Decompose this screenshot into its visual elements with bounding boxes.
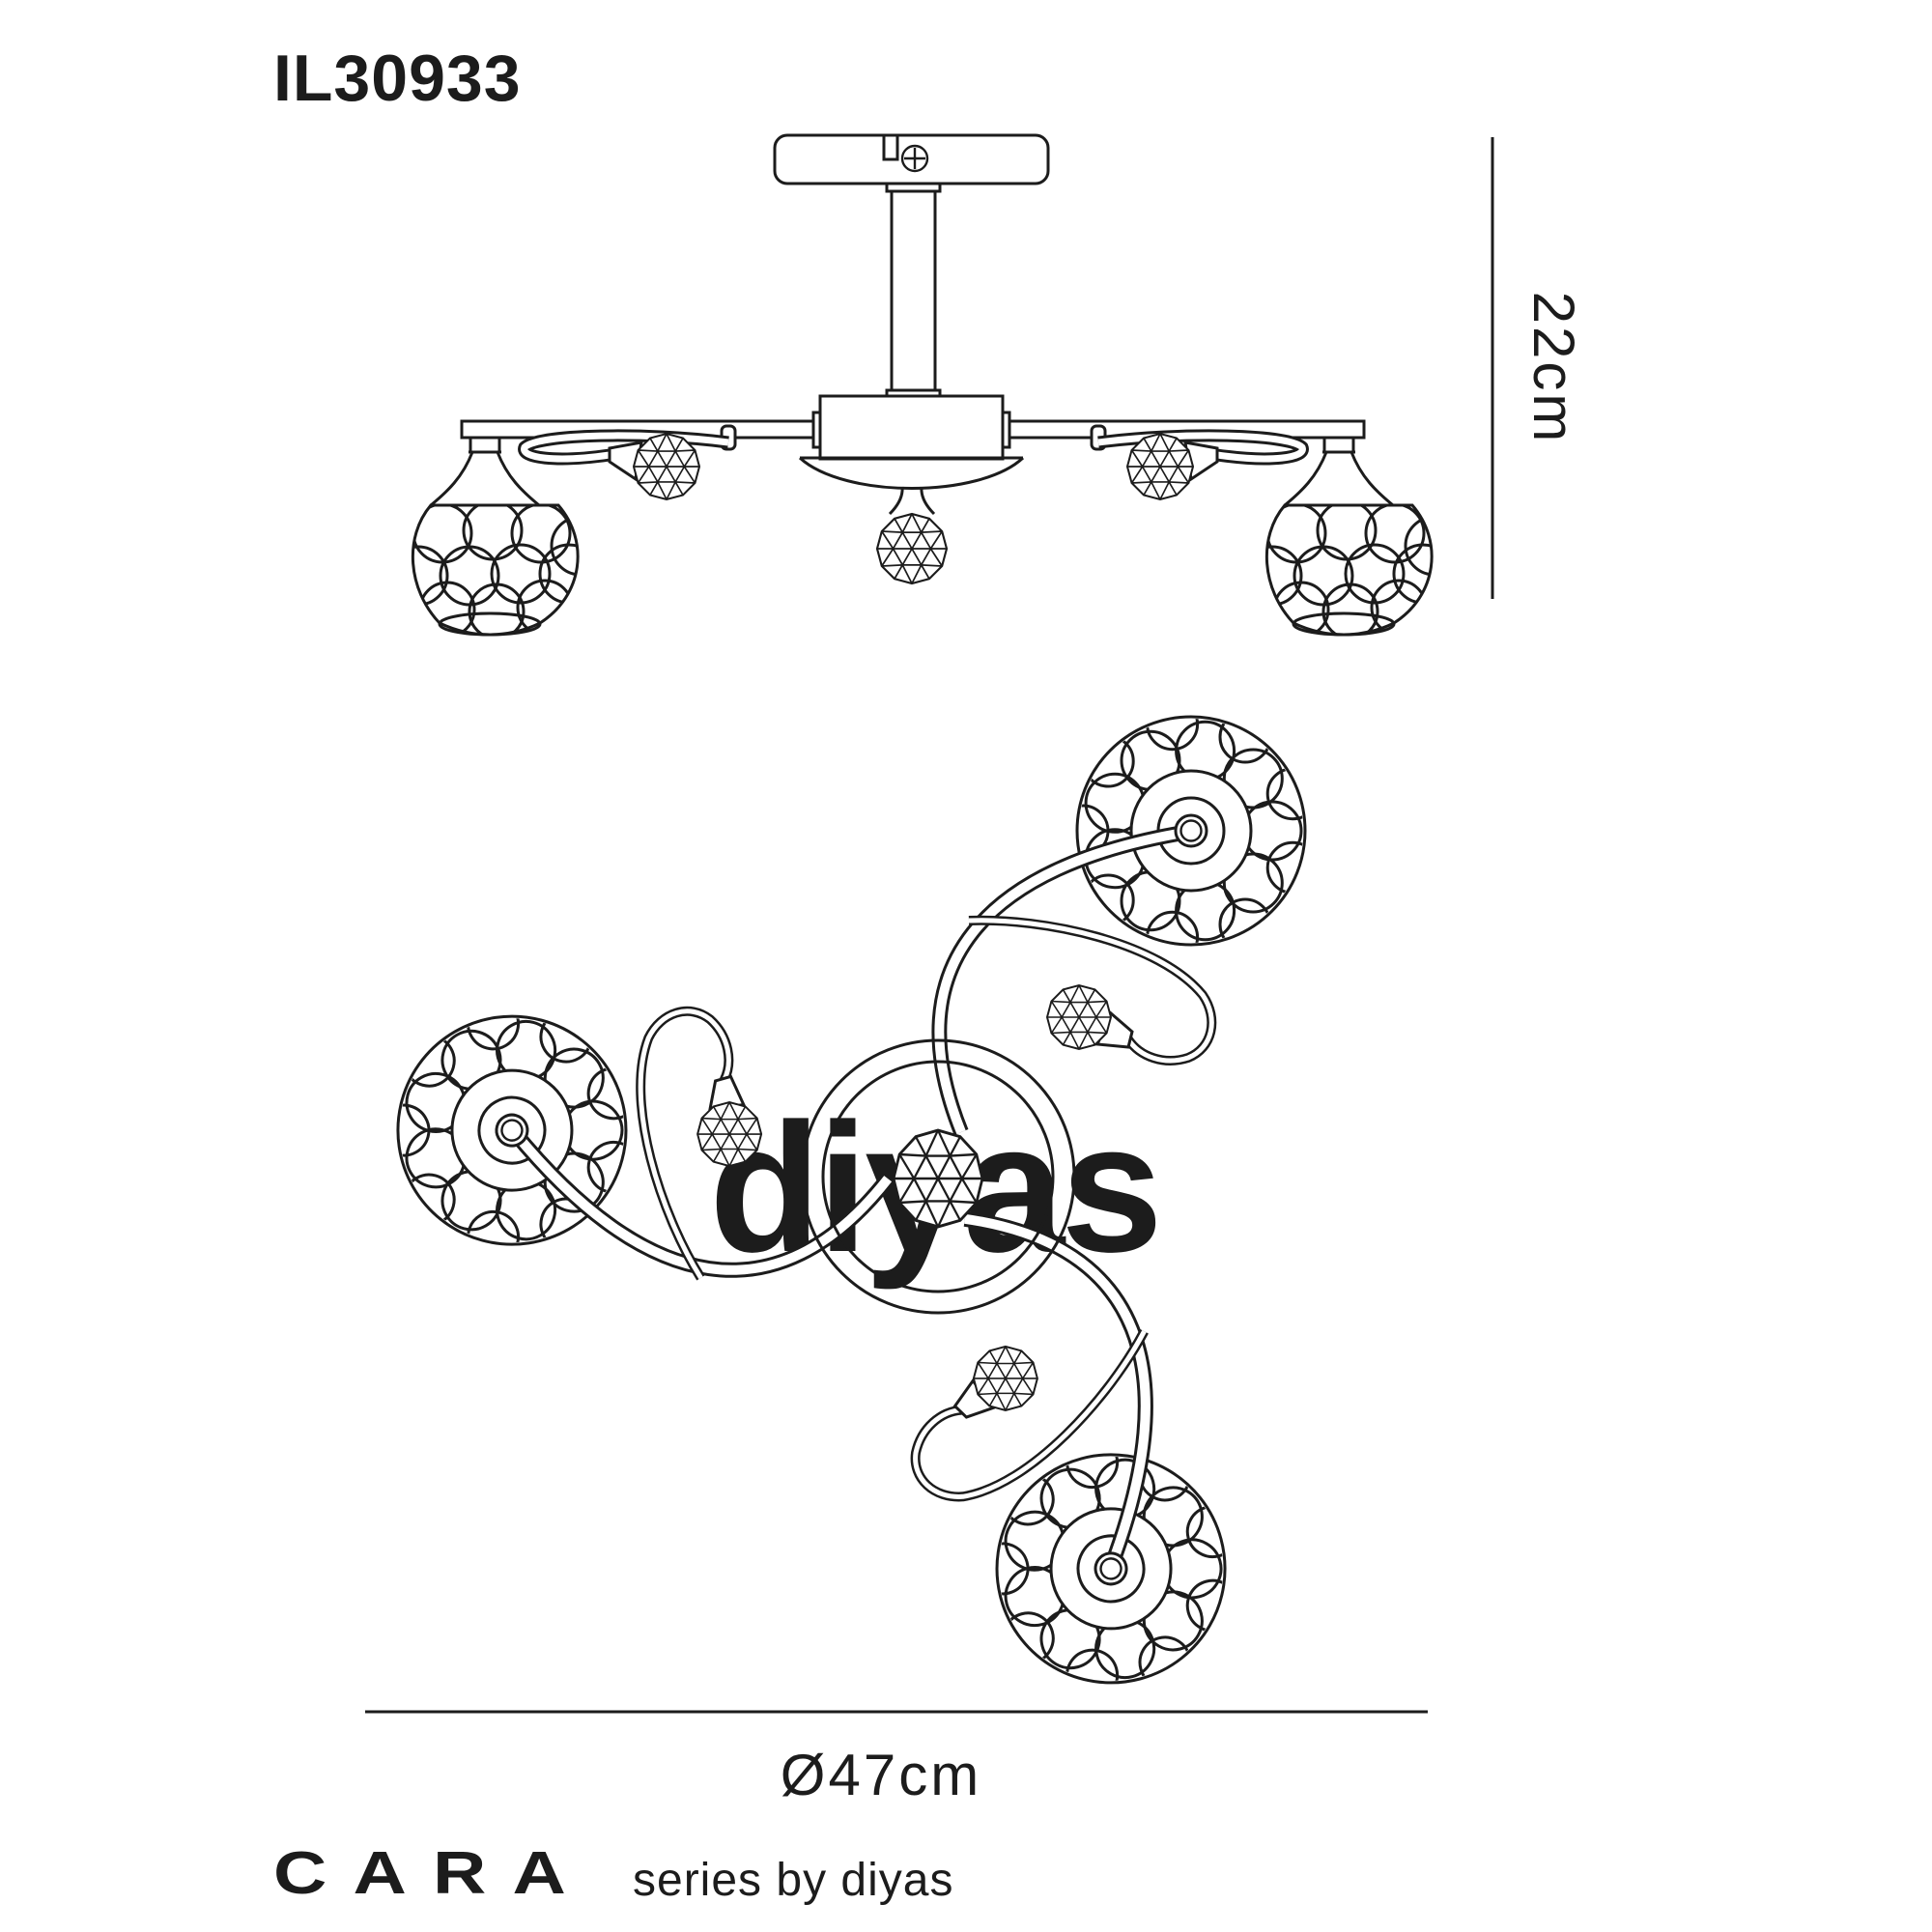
side-view-drawing [389, 133, 1463, 639]
plan-view-drawing [334, 699, 1350, 1745]
diameter-dimension-label: Ø47cm [781, 1743, 981, 1807]
body-endcap-right [1001, 411, 1011, 449]
height-dimension: 22cm [1491, 137, 1586, 599]
stem [890, 189, 937, 392]
center-crystal [892, 1128, 984, 1229]
central-body [818, 394, 1005, 461]
bowl [798, 456, 1025, 490]
height-dimension-label: 22cm [1521, 292, 1586, 445]
center-ring-outer [800, 1038, 1076, 1315]
diameter-dimension: Ø47cm [365, 1710, 1428, 1807]
body-endcap-left [811, 411, 822, 449]
brand-logo: CARA [273, 1840, 592, 1907]
screw-icon [900, 144, 929, 173]
canopy-notch [882, 136, 899, 161]
center-ring-inner [821, 1060, 1055, 1293]
product-code: IL30933 [273, 42, 522, 115]
brand-tagline: series by diyas [633, 1855, 953, 1906]
